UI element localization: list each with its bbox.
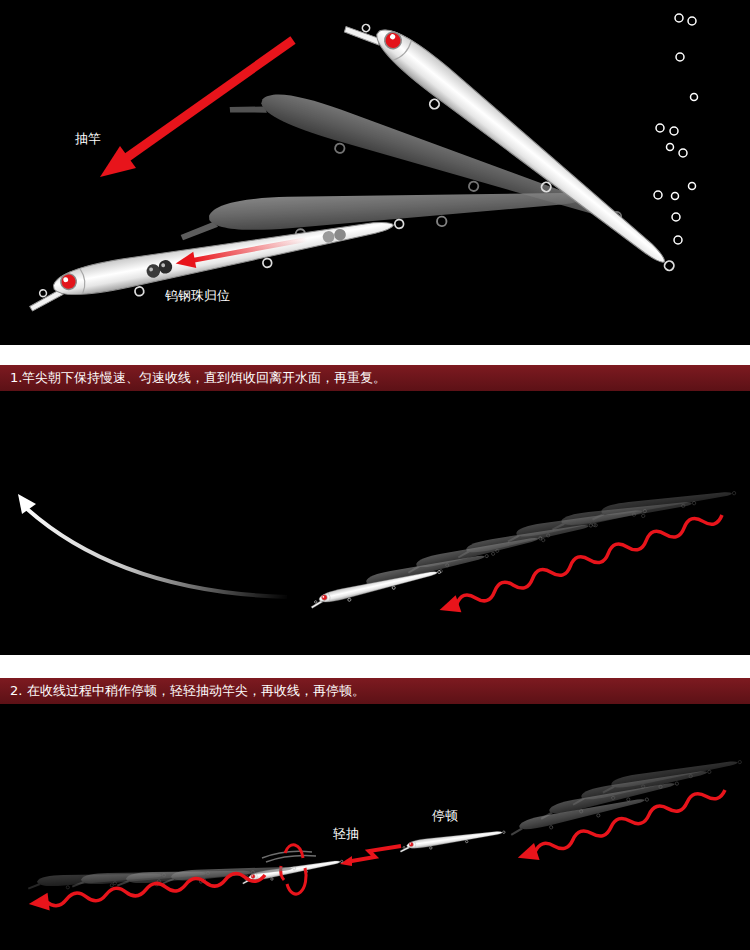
illustration-label: 钨钢珠归位 bbox=[165, 288, 230, 304]
illustration-label: 轻抽 bbox=[333, 826, 359, 842]
illustration-label: 抽竿 bbox=[75, 131, 101, 147]
instruction-band: 2. 在收线过程中稍作停顿，轻轻抽动竿尖，再收线，再停顿。 bbox=[0, 678, 750, 704]
illustration-label: 停顿 bbox=[432, 808, 458, 824]
instruction-band: 1.竿尖朝下保持慢速、匀速收线，直到饵收回离开水面，再重复。 bbox=[0, 365, 750, 391]
band-text: 1.竿尖朝下保持慢速、匀速收线，直到饵收回离开水面，再重复。 bbox=[10, 365, 740, 391]
band-text: 2. 在收线过程中稍作停顿，轻轻抽动竿尖，再收线，再停顿。 bbox=[10, 678, 740, 704]
